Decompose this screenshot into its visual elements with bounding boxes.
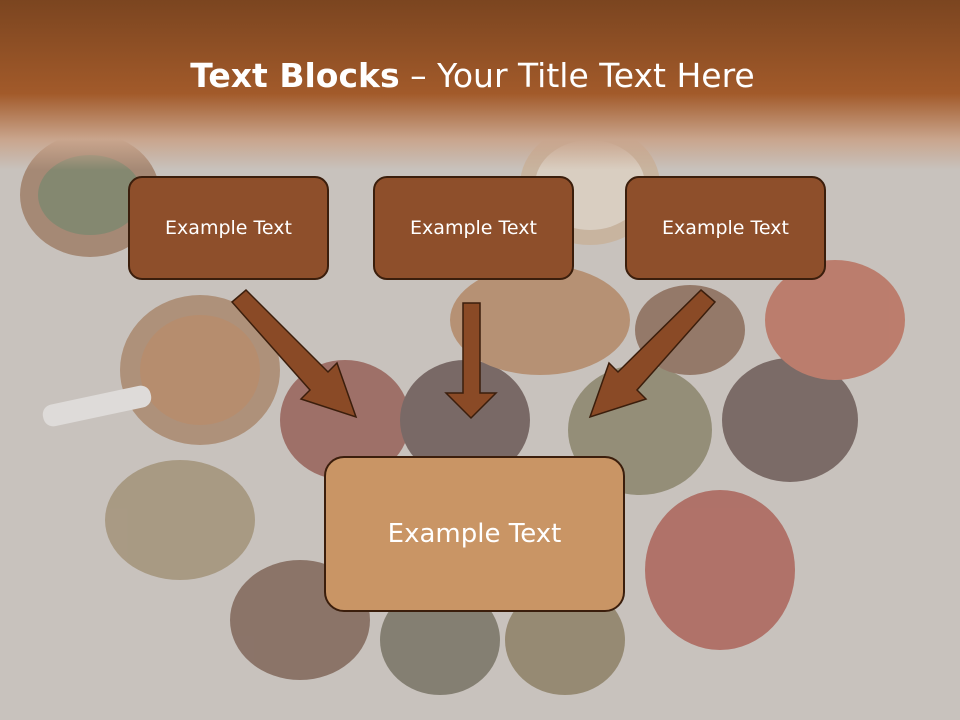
- text-block-label: Example Text: [662, 217, 789, 239]
- text-block-label: Example Text: [410, 217, 537, 239]
- text-block-label: Example Text: [165, 217, 292, 239]
- title-bold-part: Text Blocks: [190, 56, 400, 95]
- title-regular-part: – Your Title Text Here: [399, 56, 755, 95]
- text-block-top-right[interactable]: Example Text: [625, 176, 826, 280]
- slide-title: Text Blocks – Your Title Text Here: [0, 52, 945, 100]
- arrow-down-icon: [444, 302, 498, 420]
- text-block-top-center[interactable]: Example Text: [373, 176, 574, 280]
- arrow-down-right-icon: [230, 288, 358, 419]
- arrow-down-left-icon: [588, 288, 717, 419]
- text-block-label: Example Text: [387, 519, 562, 549]
- text-block-bottom[interactable]: Example Text: [324, 456, 625, 612]
- text-block-top-left[interactable]: Example Text: [128, 176, 329, 280]
- title-bar: [0, 0, 960, 170]
